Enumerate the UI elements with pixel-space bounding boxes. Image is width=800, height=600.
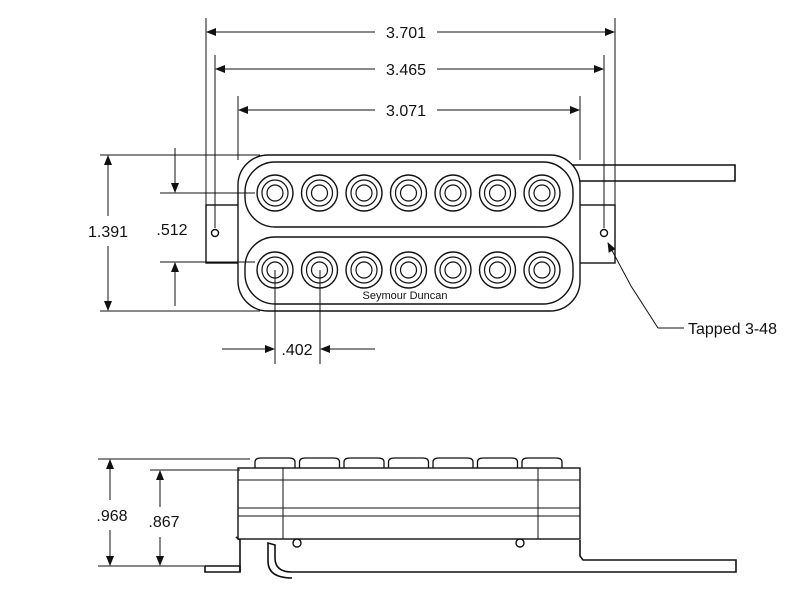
pole-piece: [389, 251, 428, 289]
pole-piece: [523, 174, 561, 212]
side-pole-tops: [254, 457, 563, 468]
side-pole-top: [476, 457, 519, 468]
pole-piece: [478, 174, 517, 212]
pole-piece: [478, 251, 517, 289]
dim-body-depth: .867: [148, 514, 179, 531]
pole-piece: [345, 174, 383, 212]
pole-piece: [345, 251, 383, 289]
side-pole-top: [343, 457, 385, 468]
pole-piece: [300, 251, 339, 289]
right-mounting-hole: [599, 228, 609, 238]
pole-row-bottom: [256, 251, 561, 289]
dim-overall-width: 3.701: [386, 25, 426, 42]
dim-body-height: 1.391: [88, 224, 128, 241]
pole-piece: [256, 174, 294, 212]
top-dimensions: 3.701 3.465 3.071 1.391 .512 .402 Tapped…: [88, 18, 777, 364]
side-view: [204, 457, 737, 579]
pole-piece: [434, 174, 472, 212]
pole-row-top: [256, 174, 561, 212]
tapped-hole-callout: Tapped 3-48: [688, 321, 777, 338]
side-pole-top: [387, 457, 430, 468]
lead-wire: [560, 164, 736, 182]
side-dimensions: .968 .867: [96, 458, 250, 567]
side-pole-top: [254, 457, 296, 468]
left-mounting-hole: [210, 228, 220, 238]
side-pole-top: [432, 457, 474, 468]
side-body: [237, 467, 581, 540]
dim-mounting-span: 3.465: [386, 62, 426, 79]
dim-overall-height: .968: [96, 508, 127, 525]
right-mounting-tab: [574, 204, 616, 264]
pole-piece: [300, 174, 339, 212]
brand-label: Seymour Duncan: [363, 290, 448, 302]
dim-pole-spacing: .402: [281, 342, 312, 359]
side-screw-right: [515, 538, 525, 548]
side-pole-top: [521, 457, 563, 468]
side-pole-top: [298, 457, 341, 468]
pole-piece: [389, 174, 428, 212]
dim-coil-spacing: .512: [156, 222, 187, 239]
side-screw-left: [292, 538, 302, 548]
pole-piece: [523, 251, 561, 289]
pole-piece: [434, 251, 472, 289]
top-view: Seymour Duncan: [205, 154, 736, 312]
dim-body-width: 3.071: [386, 103, 426, 120]
